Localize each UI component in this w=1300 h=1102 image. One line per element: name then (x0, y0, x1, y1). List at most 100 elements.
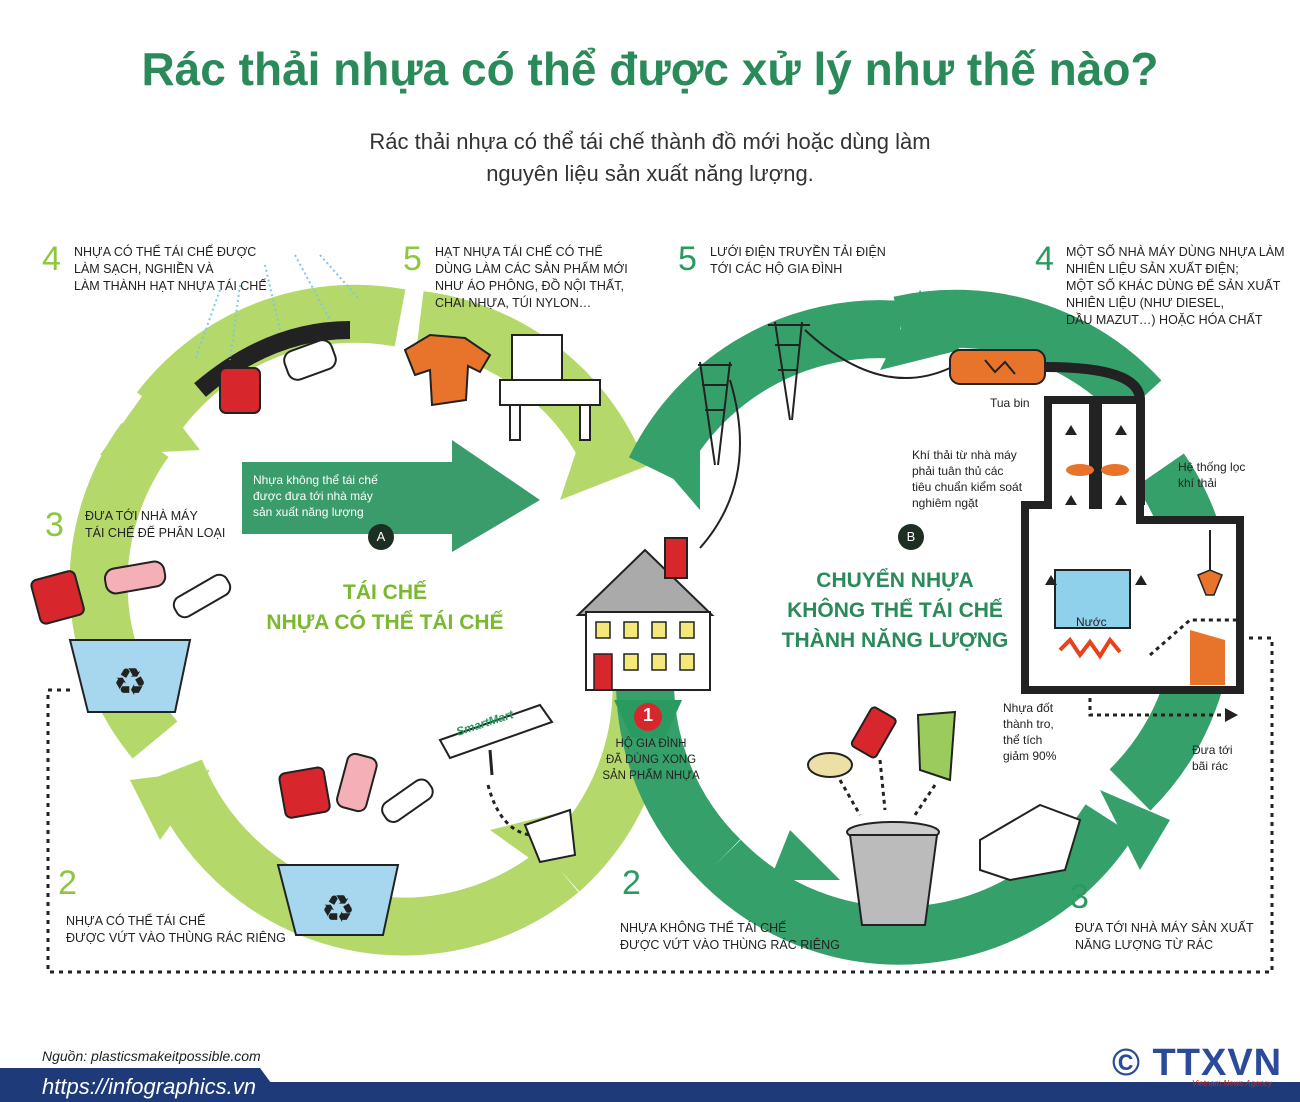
arrow-a-caption: Nhựa không thể tái chế được đưa tới nhà … (253, 472, 378, 520)
left-step5-line: CHAI NHỰA, TÚI NYLON… (435, 296, 592, 310)
right-step2-caption: NHỰA KHÔNG THỂ TÁI CHẾ ĐƯỢC VỨT VÀO THÙN… (620, 920, 840, 954)
left-cycle-heading: TÁI CHẾ NHỰA CÓ THỂ TÁI CHẾ (230, 578, 540, 638)
household-caption: HỘ GIA ĐÌNH ĐÃ DÙNG XONG SẢN PHẨM NHỰA (596, 736, 706, 784)
filter-line: khí thải (1178, 476, 1217, 490)
left-step5-line: HẠT NHỰA TÁI CHẾ CÓ THỂ (435, 245, 603, 259)
landfill-line: Đưa tới (1192, 743, 1233, 757)
landfill-caption: Đưa tới bãi rác (1192, 742, 1233, 774)
source-text: Nguồn: plasticsmakeitpossible.com (42, 1048, 261, 1064)
left-step2-number: 2 (58, 864, 77, 902)
landfill-line: bãi rác (1192, 759, 1229, 773)
chair-icon (499, 334, 601, 441)
household-line: HỘ GIA ĐÌNH (615, 738, 687, 750)
ash-arrow (1088, 690, 1225, 717)
arrow-a-line: sản xuất năng lượng (253, 505, 364, 519)
household-line: SẢN PHẨM NHỰA (602, 770, 700, 782)
left-step5-number: 5 (403, 240, 422, 278)
arrow-a-shape (242, 440, 540, 552)
waste-arrows (838, 759, 937, 816)
left-heading-line: TÁI CHẾ (343, 581, 427, 604)
label-b-badge: B (898, 524, 924, 550)
house-icon (575, 537, 715, 691)
left-step4-line: LÀM THÀNH HẠT NHỰA TÁI CHẾ (74, 279, 267, 293)
left-step3-number: 3 (45, 506, 64, 544)
left-step5-caption: HẠT NHỰA TÁI CHẾ CÓ THỂ DÙNG LÀM CÁC SẢN… (435, 244, 628, 312)
right-step4-line: DẦU MAZUT…) HOẶC HÓA CHẤT (1066, 313, 1263, 327)
label-a-badge: A (368, 524, 394, 550)
ash-line: thể tích (1003, 733, 1043, 747)
household-line: ĐÃ DÙNG XONG (605, 754, 697, 766)
arrow-a-line: Nhựa không thể tái chế (253, 473, 378, 487)
right-step3-number: 3 (1070, 878, 1089, 916)
left-heading-line: NHỰA CÓ THỂ TÁI CHẾ (266, 611, 504, 634)
left-step5-line: DÙNG LÀM CÁC SẢN PHẨM MỚI (435, 262, 628, 276)
ash-line: giảm 90% (1003, 749, 1057, 763)
right-step2-number: 2 (622, 864, 641, 902)
left-step4-line: LÀM SẠCH, NGHIỀN VÀ (74, 262, 214, 276)
left-step4-line: NHỰA CÓ THỂ TÁI CHẾ ĐƯỢC (74, 245, 257, 259)
right-step5-number: 5 (678, 240, 697, 278)
right-step4-line: MỘT SỐ NHÀ MÁY DÙNG NHỰA LÀM (1066, 245, 1285, 259)
right-step5-line: TỚI CÁC HỘ GIA ĐÌNH (710, 262, 843, 276)
garbage-feed-arrow (1149, 618, 1240, 657)
emission-caption: Khí thải từ nhà máy phải tuân thủ các ti… (912, 447, 1022, 511)
right-heading-line: CHUYỂN NHỰA (816, 569, 974, 592)
page-subtitle: Rác thải nhựa có thể tái chế thành đồ mớ… (250, 126, 1050, 190)
ttxvn-logo: © TTXVN (1112, 1042, 1283, 1084)
right-step5-caption: LƯỚI ĐIỆN TRUYỀN TẢI ĐIỆN TỚI CÁC HỘ GIA… (710, 244, 886, 278)
arrow-a-line: được đưa tới nhà máy (253, 489, 373, 503)
power-tower-icon (698, 321, 951, 549)
bottles-step3-icon (30, 560, 232, 625)
step1-number: 1 (642, 705, 653, 725)
filter-line: Hệ thống lọc (1178, 460, 1246, 474)
emission-line: phải tuân thủ các (912, 464, 1004, 478)
factory-icon (1021, 396, 1244, 694)
left-step4-number: 4 (42, 240, 61, 278)
right-step5-line: LƯỚI ĐIỆN TRUYỀN TẢI ĐIỆN (710, 245, 886, 259)
left-step2-caption: NHỰA CÓ THỂ TÁI CHẾ ĐƯỢC VỨT VÀO THÙNG R… (66, 913, 286, 947)
dotted-return-path (46, 636, 1274, 974)
right-step2-line: NHỰA KHÔNG THỂ TÁI CHẾ (620, 921, 787, 935)
left-step3-line: TÁI CHẾ ĐỂ PHÂN LOẠI (85, 526, 226, 540)
store-sign-icon (438, 703, 554, 776)
emission-line: tiêu chuẩn kiểm soát (912, 480, 1023, 494)
recycle-bin-step3-icon: ♻ (68, 639, 192, 713)
left-step5-line: NHƯ ÁO PHÔNG, ĐỒ NỘI THẤT, (435, 279, 624, 293)
left-step3-line: ĐƯA TỚI NHÀ MÁY (85, 509, 198, 523)
subtitle-line-2: nguyên liệu sản xuất năng lượng. (486, 161, 814, 186)
bottles-step2-icon (278, 752, 434, 823)
website-link[interactable]: https://infographics.vn (42, 1074, 257, 1099)
footer-bar (0, 1068, 1300, 1102)
right-step3-line: NĂNG LƯỢNG TỪ RÁC (1075, 938, 1214, 952)
svg-text:♻: ♻ (321, 889, 355, 931)
left-step3-caption: ĐƯA TỚI NHÀ MÁY TÁI CHẾ ĐỂ PHÂN LOẠI (85, 508, 225, 542)
filter-caption: Hệ thống lọc khí thải (1178, 459, 1245, 491)
plastic-bag-icon (523, 808, 577, 864)
turbine-label: Tua bin (990, 396, 1030, 410)
garbage-truck-icon (979, 803, 1082, 882)
emission-line: Khí thải từ nhà máy (912, 448, 1017, 462)
logo-subtitle: Vietnam News Agency (1192, 1079, 1273, 1088)
svg-text:♻: ♻ (113, 662, 147, 704)
ash-line: Nhựa đốt (1003, 701, 1054, 715)
bag-arrow (486, 784, 531, 837)
ash-line: thành tro, (1003, 717, 1054, 731)
left-step4-caption: NHỰA CÓ THỂ TÁI CHẾ ĐƯỢC LÀM SẠCH, NGHIỀ… (74, 244, 267, 295)
page-title: Rác thải nhựa có thể được xử lý như thế … (141, 43, 1159, 95)
right-step4-line: NHIÊN LIỆU (NHƯ DIESEL, (1066, 296, 1224, 310)
step1-circle (634, 703, 662, 731)
right-step4-caption: MỘT SỐ NHÀ MÁY DÙNG NHỰA LÀM NHIÊN LIỆU … (1066, 244, 1285, 329)
emission-line: nghiêm ngặt (912, 496, 979, 510)
right-step4-line: MỘT SỐ KHÁC DÙNG ĐỂ SẢN XUẤT (1066, 279, 1281, 293)
right-step3-line: ĐƯA TỚI NHÀ MÁY SẢN XUẤT (1075, 921, 1254, 935)
right-heading-line: THÀNH NĂNG LƯỢNG (781, 629, 1009, 652)
washing-conveyor-icon (194, 254, 361, 414)
plastic-waste-icon (807, 706, 957, 782)
tshirt-icon (403, 333, 492, 407)
right-cycle-heading: CHUYỂN NHỰA KHÔNG THỂ TÁI CHẾ THÀNH NĂNG… (755, 566, 1035, 656)
right-step4-number: 4 (1035, 240, 1054, 278)
right-step2-line: ĐƯỢC VỨT VÀO THÙNG RÁC RIÊNG (620, 938, 840, 952)
left-step2-line: NHỰA CÓ THỂ TÁI CHẾ (66, 914, 206, 928)
right-step3-caption: ĐƯA TỚI NHÀ MÁY SẢN XUẤT NĂNG LƯỢNG TỪ R… (1075, 920, 1254, 954)
